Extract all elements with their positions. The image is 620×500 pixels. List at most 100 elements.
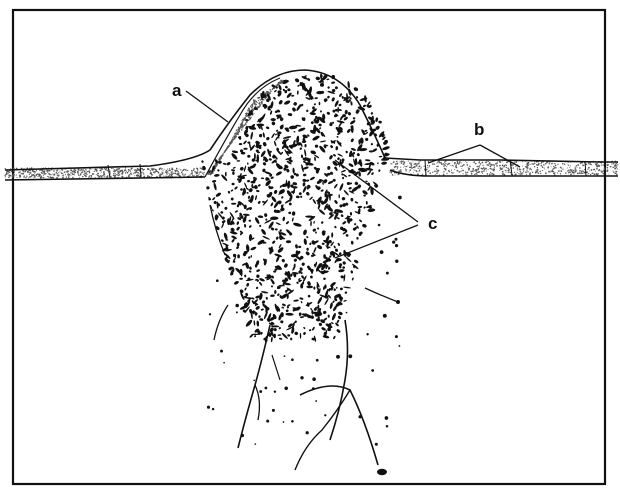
tissue-cell xyxy=(220,174,228,182)
stipple-dot xyxy=(551,171,552,172)
stipple-dot xyxy=(560,167,561,168)
tissue-cell xyxy=(261,177,264,179)
tissue-cell xyxy=(259,225,262,228)
tissue-cell xyxy=(224,206,228,210)
tissue-cell xyxy=(314,97,318,99)
tissue-cell xyxy=(275,222,281,226)
scattered-speck xyxy=(380,250,384,254)
tissue-cell xyxy=(348,163,354,168)
stipple-dot xyxy=(238,127,240,129)
stipple-dot xyxy=(74,174,75,175)
tissue-cell xyxy=(273,97,277,101)
stipple-dot xyxy=(446,163,447,164)
stipple-dot xyxy=(244,117,245,118)
scattered-speck xyxy=(272,409,275,412)
tissue-cell xyxy=(345,150,348,153)
tissue-cell xyxy=(254,153,256,160)
stipple-dot xyxy=(435,174,436,175)
stipple-dot xyxy=(541,162,543,164)
tissue-cell xyxy=(275,228,278,231)
stipple-dot xyxy=(176,173,178,175)
stipple-dot xyxy=(271,91,272,92)
stipple-dot xyxy=(158,172,159,173)
stipple-dot xyxy=(522,166,523,167)
tissue-cell xyxy=(250,132,253,140)
stipple-dot xyxy=(250,105,251,106)
tissue-cell xyxy=(277,293,280,296)
stipple-dot xyxy=(171,172,172,173)
stipple-dot xyxy=(395,175,396,176)
stipple-dot xyxy=(189,174,190,175)
stipple-dot xyxy=(555,163,556,164)
tissue-cell xyxy=(304,149,307,157)
stipple-dot xyxy=(142,169,144,171)
stipple-dot xyxy=(462,170,464,172)
stipple-dot xyxy=(469,166,471,168)
tissue-cell xyxy=(259,277,265,282)
stipple-dot xyxy=(5,168,6,169)
stipple-dot xyxy=(125,172,126,173)
stipple-dot xyxy=(587,169,588,170)
stipple-dot xyxy=(49,170,51,172)
stipple-dot xyxy=(280,81,281,82)
stipple-dot xyxy=(503,165,504,166)
stem-tick xyxy=(425,160,426,176)
tissue-cell xyxy=(278,99,283,105)
stipple-dot xyxy=(463,173,464,174)
tissue-cell xyxy=(300,316,304,318)
stipple-dot xyxy=(454,163,455,164)
tissue-cell xyxy=(365,159,371,161)
stipple-dot xyxy=(488,169,489,170)
stipple-dot xyxy=(481,168,482,169)
stipple-dot xyxy=(86,173,87,174)
tissue-cell xyxy=(231,169,235,172)
stipple-dot xyxy=(486,161,487,162)
stipple-dot xyxy=(193,168,195,170)
tissue-cell xyxy=(341,170,346,173)
tissue-cell xyxy=(311,310,314,315)
stipple-dot xyxy=(194,171,195,172)
tissue-cell xyxy=(236,221,239,225)
tissue-cell xyxy=(244,274,247,277)
tissue-cell xyxy=(287,113,292,117)
tissue-cell xyxy=(377,162,379,164)
stipple-dot xyxy=(522,161,523,162)
stipple-dot xyxy=(48,173,50,175)
stipple-dot xyxy=(454,169,455,170)
tissue-cell xyxy=(338,311,344,316)
stipple-dot xyxy=(138,173,139,174)
stipple-dot xyxy=(432,163,434,165)
tissue-cell xyxy=(317,227,320,230)
stipple-dot xyxy=(59,172,60,173)
stipple-dot xyxy=(520,171,521,172)
stipple-dot xyxy=(542,166,543,167)
stipple-dot xyxy=(26,176,27,177)
stipple-dot xyxy=(601,164,602,165)
tissue-cell xyxy=(350,101,353,105)
tissue-cell xyxy=(239,278,243,280)
tissue-cell xyxy=(303,238,307,245)
stipple-dot xyxy=(168,173,169,174)
scattered-speck xyxy=(336,355,340,359)
stipple-dot xyxy=(218,159,219,160)
stipple-dot xyxy=(200,168,201,169)
stipple-dot xyxy=(478,171,480,173)
stipple-dot xyxy=(222,153,224,155)
stem-lower-left xyxy=(5,177,205,180)
stipple-dot xyxy=(581,171,582,172)
stipple-dot xyxy=(583,171,584,172)
stipple-dot xyxy=(89,172,90,173)
stipple-dot xyxy=(91,176,92,177)
tissue-cell xyxy=(293,101,298,106)
stipple-dot xyxy=(239,132,240,133)
stipple-dot xyxy=(446,173,447,174)
tissue-cell xyxy=(356,237,359,240)
stipple-dot xyxy=(124,170,125,171)
tissue-cell xyxy=(248,225,252,229)
tissue-cell xyxy=(288,202,292,206)
stipple-dot xyxy=(568,165,569,166)
tissue-cell xyxy=(261,300,265,304)
stipple-dot xyxy=(79,177,80,178)
tissue-cell xyxy=(217,169,220,172)
stipple-dot xyxy=(567,164,568,165)
